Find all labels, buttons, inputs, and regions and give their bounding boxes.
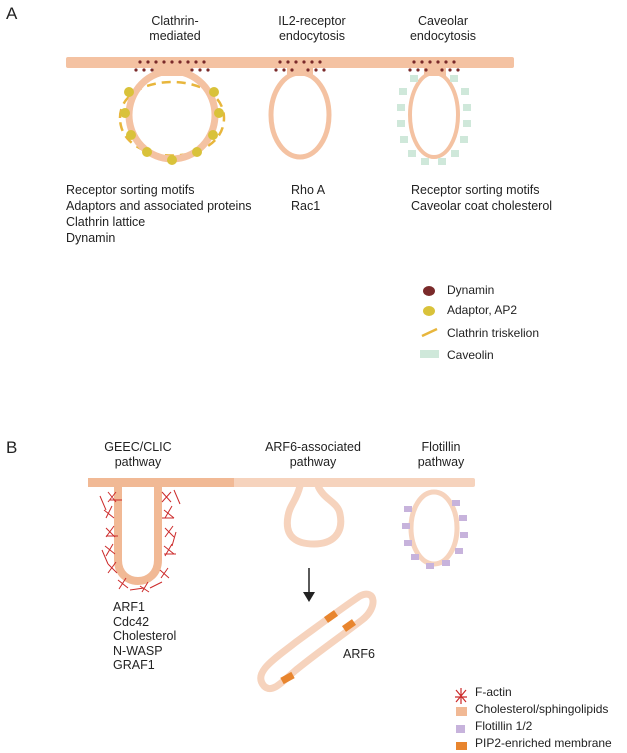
legend-cholesterol: Cholesterol/sphingolipids [475,702,609,716]
list-item: Adaptors and associated proteins [66,199,252,213]
flotillin-pathway-title: Flotillin pathway [417,440,465,469]
dynamin-cluster-1 [134,60,210,72]
list-item: Dynamin [66,231,116,245]
f-actin-mesh [99,489,181,593]
legend-pip2: PIP2-enriched membrane [475,736,612,750]
flotillin-coat [402,500,468,569]
caveolin-coat [397,75,471,165]
panel-b-diagram [88,478,475,750]
pip2-icon [456,742,467,750]
list-item: Rac1 [291,199,321,213]
dynamin-dot-icon [423,286,435,296]
arrow-down-icon [303,568,315,602]
f-actin-icon [455,688,467,704]
ap2-adaptors [120,87,224,165]
panel-a-diagram [66,57,514,165]
il2-pathway-title: IL2-receptor endocytosis [278,14,346,43]
legend-dynamin: Dynamin [447,283,495,297]
il2-vesicle [268,64,332,160]
caveolar-factors: Receptor sorting motifs Caveolar coat ch… [411,182,552,214]
pip2-segments [280,610,357,685]
arf6-invagination [283,484,345,548]
arf6-pathway-title: ARF6-associated pathway [265,440,361,469]
panel-a-letter: A [6,4,18,23]
geec-clic-invagination [99,486,181,593]
il2-factors: Rho A Rac1 [291,182,325,214]
list-item: GRAF1 [113,658,155,672]
arf6-label: ARF6 [343,647,375,661]
list-item: Receptor sorting motifs [66,183,195,197]
list-item: Caveolar coat cholesterol [411,199,553,213]
legend-adaptor: Adaptor, AP2 [447,303,518,317]
clathrin-pathway-title: Clathrin- mediated [149,14,201,43]
dynamin-cluster-3 [408,60,460,72]
adaptor-dot-icon [423,306,435,316]
list-item: Clathrin lattice [66,215,146,229]
flotillin-icon [456,725,465,733]
dynamin-cluster-2 [274,60,326,72]
list-item: Cdc42 [113,614,150,629]
panel-b-letter: B [6,438,18,457]
arf6-tubular-endosome [257,590,377,693]
geec-factors: ARF1 Cdc42 Cholesterol N-WASP GRAF1 [113,600,176,673]
clathrin-coated-vesicle [118,64,226,165]
legend-flotillin: Flotillin 1/2 [475,719,533,733]
geec-pathway-title: GEEC/CLIC pathway [104,440,172,469]
legend-f-actin: F-actin [475,685,512,699]
cholesterol-segment [88,478,234,487]
legend-caveolin: Caveolin [447,348,494,362]
caveolar-pathway-title: Caveolar endocytosis [409,14,476,43]
list-item: Receptor sorting motifs [411,183,540,197]
list-item: N-WASP [113,643,163,658]
list-item: Cholesterol [113,629,177,643]
legend-a-icons [420,286,439,358]
legend-b-icons [455,688,467,750]
caveolar-vesicle [397,64,471,165]
caveolin-block-icon [420,350,439,358]
flotillin-vesicle [402,489,468,569]
list-item: ARF1 [113,600,145,614]
clathrin-dash-icon [421,327,438,338]
clathrin-factors: Receptor sorting motifs Adaptors and ass… [66,182,252,246]
cholesterol-icon [456,707,467,716]
list-item: Rho A [291,183,326,197]
legend-clathrin: Clathrin triskelion [447,326,540,340]
